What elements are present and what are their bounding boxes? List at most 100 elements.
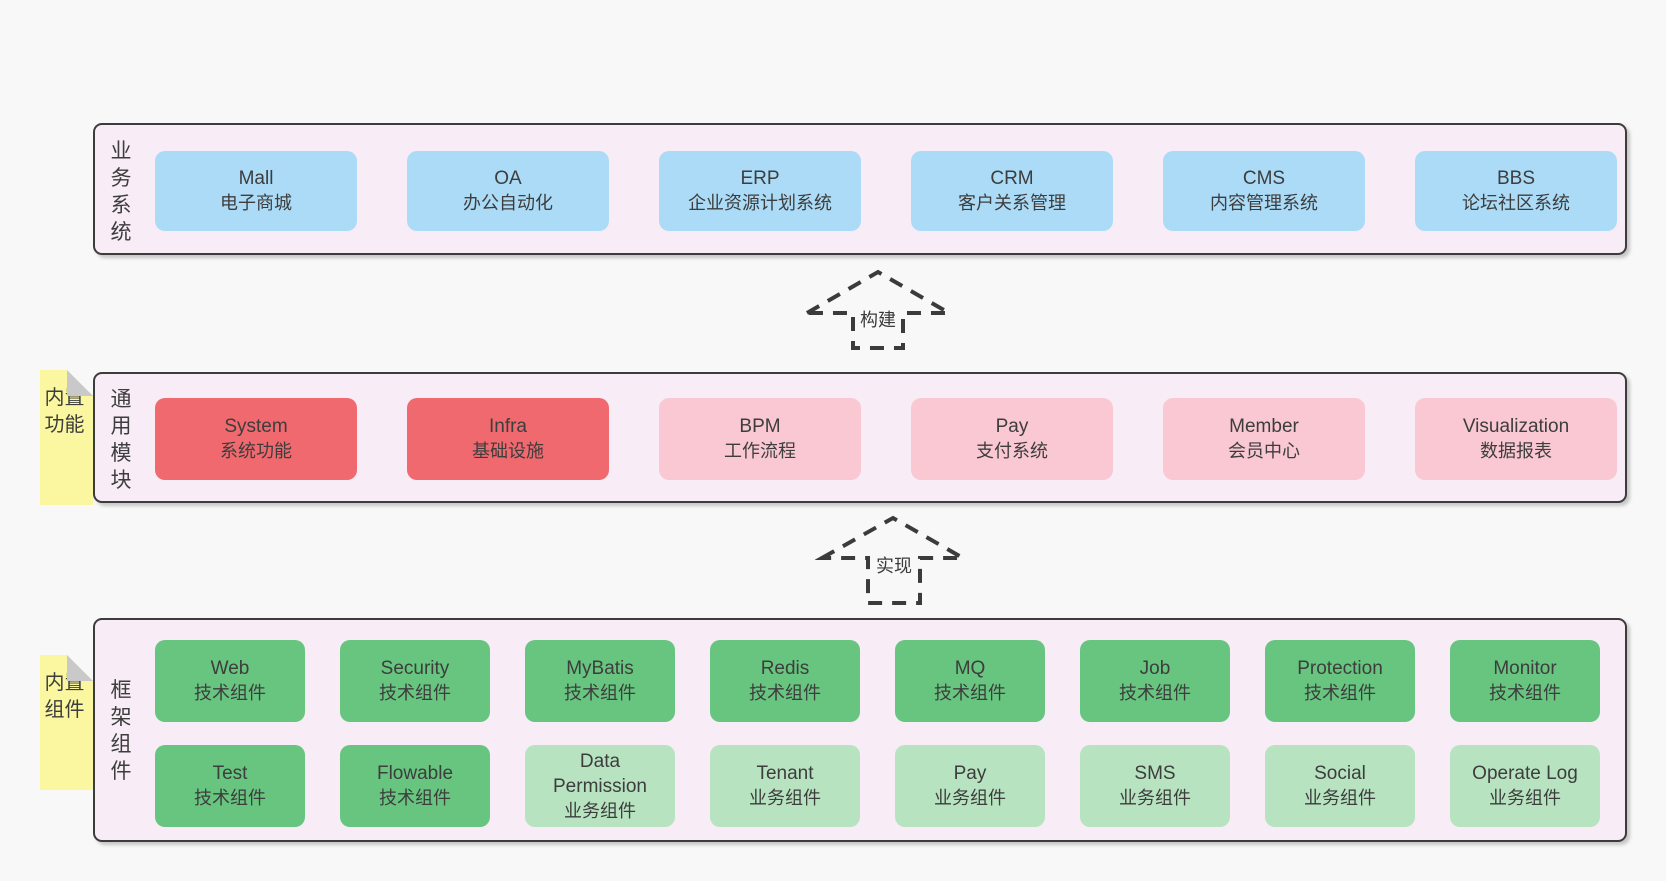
component-box: Flowable 技术组件 — [340, 745, 490, 827]
component-box: Pay 业务组件 — [895, 745, 1045, 827]
box-title: CRM — [990, 168, 1034, 189]
component-box: MQ 技术组件 — [895, 640, 1045, 722]
box-subtitle: 技术组件 — [194, 683, 266, 703]
module-box: Visualization 数据报表 — [1415, 398, 1617, 480]
box-subtitle: 技术组件 — [934, 683, 1006, 703]
component-box: MyBatis 技术组件 — [525, 640, 675, 722]
module-box: Mall 电子商城 — [155, 151, 357, 231]
box-subtitle: 会员中心 — [1228, 441, 1300, 461]
module-box: BPM 工作流程 — [659, 398, 861, 480]
module-box: CMS 内容管理系统 — [1163, 151, 1365, 231]
arrow-outline — [815, 515, 970, 605]
business-boxes-row: Mall 电子商城 OA 办公自动化 ERP 企业资源计划系统 CRM 客户关系… — [155, 151, 1617, 231]
box-title: Security — [380, 658, 450, 679]
box-subtitle: 支付系统 — [976, 441, 1048, 461]
box-subtitle: 技术组件 — [1119, 683, 1191, 703]
box-title: BPM — [739, 416, 781, 437]
framework-components-layer: 框架组件 Web 技术组件 Security 技术组件 MyBatis 技术组件 — [93, 618, 1627, 842]
note-fold-corner — [67, 370, 93, 396]
component-box: Security 技术组件 — [340, 640, 490, 722]
box-title: Member — [1229, 416, 1299, 437]
common-modules-layer: 通用模块 System 系统功能 Infra 基础设施 BPM 工作流程 — [93, 372, 1627, 503]
box-title: Pay — [995, 416, 1029, 437]
component-box: Web 技术组件 — [155, 640, 305, 722]
box-title: Data Permission — [553, 750, 647, 797]
box-title: Protection — [1297, 658, 1383, 679]
module-box: ERP 企业资源计划系统 — [659, 151, 861, 231]
box-subtitle: 技术组件 — [194, 788, 266, 808]
box-subtitle: 技术组件 — [1489, 683, 1561, 703]
component-box: SMS 业务组件 — [1080, 745, 1230, 827]
component-box: Job 技术组件 — [1080, 640, 1230, 722]
box-subtitle: 技术组件 — [1304, 683, 1376, 703]
box-subtitle: 业务组件 — [749, 788, 821, 808]
box-subtitle: 企业资源计划系统 — [688, 193, 832, 213]
box-subtitle: 数据报表 — [1480, 441, 1552, 461]
box-subtitle: 业务组件 — [1304, 788, 1376, 808]
box-title: Social — [1314, 763, 1366, 784]
box-subtitle: 电子商城 — [220, 193, 292, 213]
layer-label: 框架组件 — [110, 679, 132, 783]
module-box: Member 会员中心 — [1163, 398, 1365, 480]
box-subtitle: 技术组件 — [379, 683, 451, 703]
box-subtitle: 技术组件 — [564, 683, 636, 703]
box-subtitle: 技术组件 — [749, 683, 821, 703]
component-box: Monitor 技术组件 — [1450, 640, 1600, 722]
implement-arrow-label: 实现 — [872, 556, 916, 576]
box-subtitle: 办公自动化 — [463, 193, 553, 213]
box-title: Web — [210, 658, 250, 679]
box-title: SMS — [1134, 763, 1176, 784]
box-title: Visualization — [1462, 416, 1570, 437]
box-title: Infra — [488, 416, 528, 437]
box-subtitle: 客户关系管理 — [958, 193, 1066, 213]
box-title: Pay — [953, 763, 987, 784]
module-box: Infra 基础设施 — [407, 398, 609, 480]
layer-label: 业务系统 — [110, 140, 132, 244]
framework-row-1: Web 技术组件 Security 技术组件 MyBatis 技术组件 Redi… — [155, 640, 1600, 722]
box-subtitle: 工作流程 — [724, 441, 796, 461]
box-title: OA — [494, 168, 522, 189]
box-title: Monitor — [1493, 658, 1557, 679]
box-title: Tenant — [756, 763, 814, 784]
box-title: CMS — [1242, 168, 1286, 189]
module-box: OA 办公自动化 — [407, 151, 609, 231]
box-title: BBS — [1496, 168, 1536, 189]
component-box: Protection 技术组件 — [1265, 640, 1415, 722]
modules-boxes-row: System 系统功能 Infra 基础设施 BPM 工作流程 Pay 支付系统 — [155, 398, 1617, 480]
box-title: Flowable — [376, 763, 454, 784]
box-subtitle: 业务组件 — [1119, 788, 1191, 808]
component-box: Social 业务组件 — [1265, 745, 1415, 827]
note-fold-corner — [67, 655, 93, 681]
box-subtitle: 系统功能 — [220, 441, 292, 461]
box-title: Redis — [760, 658, 810, 679]
build-arrow — [800, 269, 956, 350]
build-arrow-label: 构建 — [856, 310, 900, 330]
box-title: System — [224, 416, 288, 437]
box-subtitle: 业务组件 — [564, 800, 636, 821]
box-subtitle: 业务组件 — [934, 788, 1006, 808]
box-subtitle: 业务组件 — [1489, 788, 1561, 808]
box-subtitle: 基础设施 — [472, 441, 544, 461]
box-title: Mall — [238, 168, 274, 189]
box-subtitle: 论坛社区系统 — [1462, 193, 1570, 213]
component-box: Operate Log 业务组件 — [1450, 745, 1600, 827]
box-subtitle: 技术组件 — [379, 788, 451, 808]
box-title: Job — [1139, 658, 1171, 679]
box-title: MyBatis — [566, 658, 634, 679]
box-title: MQ — [954, 658, 986, 679]
module-box: System 系统功能 — [155, 398, 357, 480]
component-box: Redis 技术组件 — [710, 640, 860, 722]
box-title: ERP — [740, 168, 780, 189]
component-box: Data Permission 业务组件 — [525, 745, 675, 827]
framework-row-2: Test 技术组件 Flowable 技术组件 Data Permission … — [155, 745, 1600, 827]
implement-arrow — [815, 515, 970, 605]
module-box: BBS 论坛社区系统 — [1415, 151, 1617, 231]
business-systems-layer: 业务系统 Mall 电子商城 OA 办公自动化 ERP 企业资源计划系统 — [93, 123, 1627, 255]
layer-label: 通用模块 — [110, 388, 132, 492]
component-box: Test 技术组件 — [155, 745, 305, 827]
module-box: Pay 支付系统 — [911, 398, 1113, 480]
arrow-outline — [800, 269, 956, 350]
box-subtitle: 内容管理系统 — [1210, 193, 1318, 213]
box-title: Operate Log — [1472, 763, 1578, 784]
